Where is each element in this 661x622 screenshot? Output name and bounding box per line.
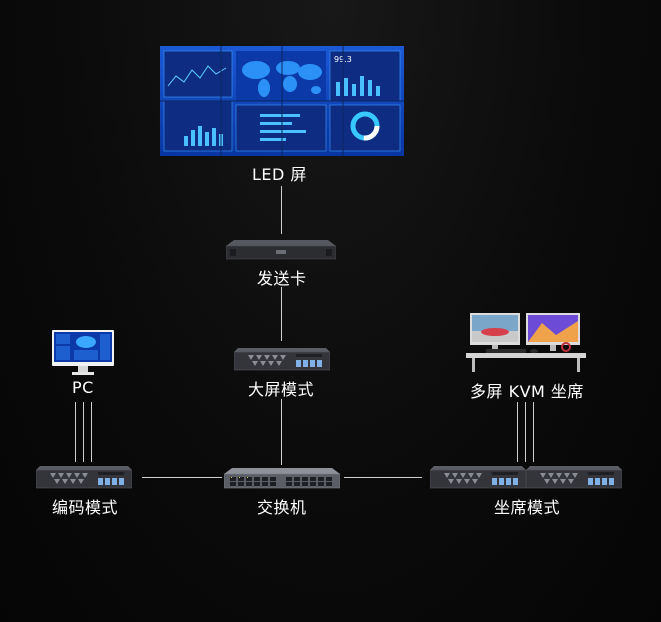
sender-card-label: 发送卡 (257, 269, 307, 288)
link-pc-encode-3 (91, 402, 92, 462)
led-screen-label: LED 屏 (252, 165, 307, 184)
link-kvm-seat-2 (525, 402, 526, 462)
encode-device-icon (36, 466, 132, 489)
link-kvm-seat-1 (517, 402, 518, 462)
link-pc-encode-2 (83, 402, 84, 462)
kvm-seat-icon (466, 313, 586, 372)
link-pc-encode-1 (75, 402, 76, 462)
link-bigscreen-switch (281, 399, 282, 465)
link-switch-seat (344, 477, 422, 478)
seat-device-icon-2 (526, 466, 622, 489)
switch-label: 交换机 (257, 498, 307, 517)
bigscreen-label: 大屏模式 (248, 380, 315, 399)
link-sender-bigscreen (281, 287, 282, 341)
pc-label: PC (72, 378, 94, 397)
seat-device-icon-1 (430, 466, 526, 489)
switch-icon (224, 468, 340, 489)
encode-label: 编码模式 (52, 498, 119, 517)
link-kvm-seat-3 (533, 402, 534, 462)
kvm-seat-label: 多屏 KVM 坐席 (470, 382, 584, 401)
led-screen-icon: 99.3 (160, 46, 404, 156)
bigscreen-device-icon (234, 348, 330, 371)
link-encode-switch (142, 477, 222, 478)
pc-monitor-icon (52, 330, 114, 375)
link-led-sender (281, 186, 282, 234)
seat-label: 坐席模式 (494, 498, 561, 517)
sender-card-icon (226, 240, 336, 260)
